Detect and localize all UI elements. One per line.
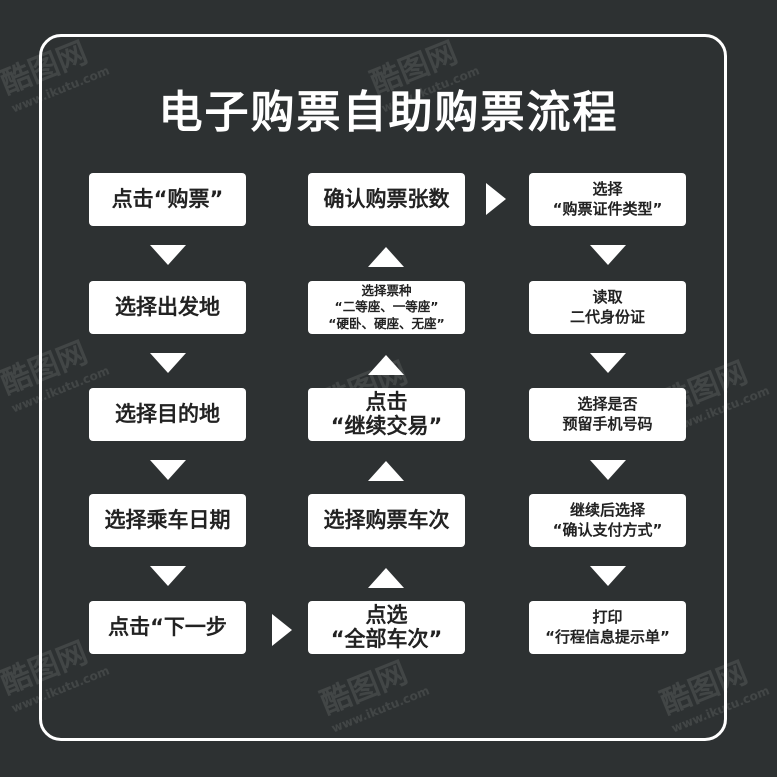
step-confirm-payment: 继续后选择“确认支付方式”: [529, 494, 686, 547]
arrow-up-icon: [368, 355, 404, 375]
step-confirm-ticket-count: 确认购票张数: [308, 173, 465, 226]
arrow-down-icon: [590, 460, 626, 480]
page-title: 电子购票自助购票流程: [158, 87, 619, 138]
step-select-date: 选择乘车日期: [89, 494, 246, 547]
step-print-itinerary: 打印“行程信息提示单”: [529, 601, 686, 654]
step-select-ticket-type: 选择票种“二等座、一等座”“硬卧、硬座、无座”: [308, 281, 465, 334]
step-select-all-trains: 点选“全部车次”: [308, 601, 465, 654]
arrow-down-icon: [150, 353, 186, 373]
step-select-id-type: 选择“购票证件类型”: [529, 173, 686, 226]
step-select-destination: 选择目的地: [89, 388, 246, 441]
step-read-id-card: 读取二代身份证: [529, 281, 686, 334]
arrow-down-icon: [590, 566, 626, 586]
arrow-down-icon: [590, 353, 626, 373]
arrow-right-icon: [272, 614, 292, 646]
step-reserve-phone: 选择是否预留手机号码: [529, 388, 686, 441]
step-click-continue: 点击“继续交易”: [308, 388, 465, 441]
arrow-up-icon: [368, 461, 404, 481]
arrow-down-icon: [590, 245, 626, 265]
arrow-down-icon: [150, 245, 186, 265]
arrow-down-icon: [150, 566, 186, 586]
arrow-up-icon: [368, 247, 404, 267]
arrow-up-icon: [368, 568, 404, 588]
step-select-departure: 选择出发地: [89, 281, 246, 334]
step-select-train: 选择购票车次: [308, 494, 465, 547]
arrow-down-icon: [150, 460, 186, 480]
step-click-next: 点击“下一步: [89, 601, 246, 654]
outer-frame: [39, 34, 727, 741]
arrow-right-icon: [486, 183, 506, 215]
step-click-buy-ticket: 点击“购票”: [89, 173, 246, 226]
